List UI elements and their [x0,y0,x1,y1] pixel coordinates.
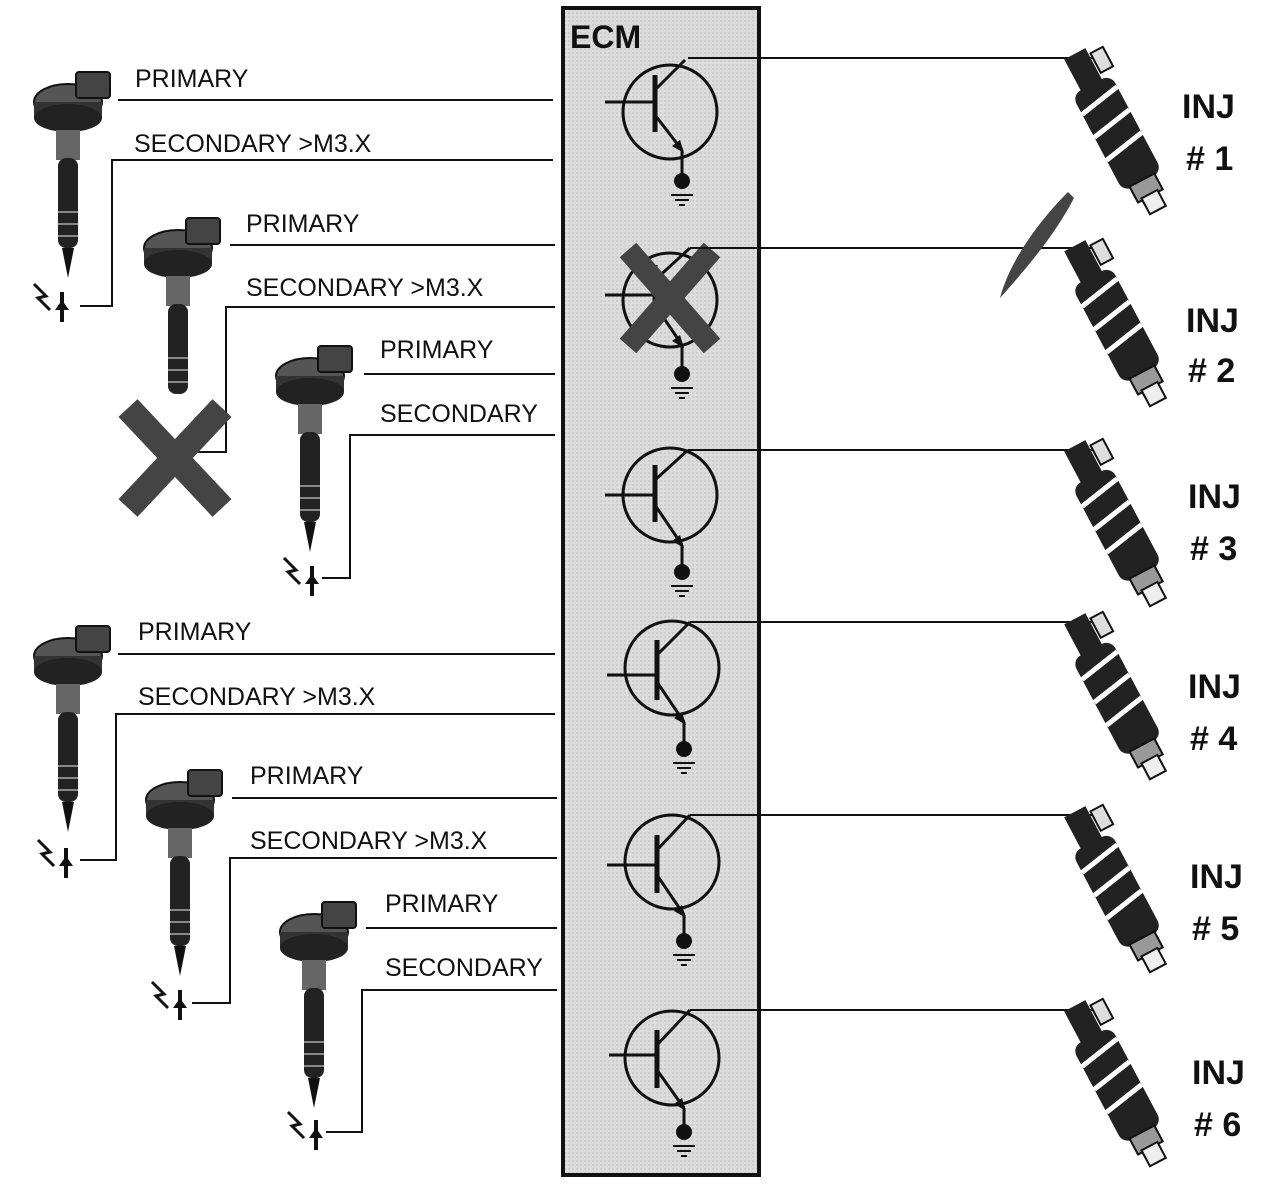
injector-5 [1064,803,1168,974]
injector-2 [1064,237,1168,408]
ignition-coil-1 [33,71,111,278]
injector-4-number: # 4 [1190,720,1237,758]
coil-1-secondary-label: SECONDARY >M3.X [134,130,372,158]
driver-5 [607,813,721,966]
injector-1-label: INJ [1182,88,1235,126]
injector-5-label: INJ [1190,858,1243,896]
driver-3 [605,446,719,597]
coil-6-secondary-label: SECONDARY [385,954,543,982]
coil-1-secondary-wire [80,159,553,307]
coil-4-secondary-label: SECONDARY >M3.X [138,683,376,711]
coil-5-secondary-wire [192,857,557,1004]
injector-2-number: # 2 [1188,352,1235,390]
injector-wires [688,57,1100,1011]
ignition-coil-2 [143,217,221,394]
ignition-coil-3 [275,345,353,552]
injector-1 [1064,45,1168,216]
ecm-module: ECM [561,6,761,1177]
injector-6 [1064,997,1168,1168]
ecm-title: ECM [570,19,641,55]
coil-2-secondary-label: SECONDARY >M3.X [246,274,484,302]
coil-3-secondary-label: SECONDARY [380,400,538,428]
coil-4-secondary-wire [80,713,555,861]
injector-6-label: INJ [1192,1054,1245,1092]
coil-4-primary-label: PRIMARY [138,618,252,646]
coil-1-primary-label: PRIMARY [135,65,249,93]
spark-icon-3 [282,556,319,596]
driver-1 [605,58,719,206]
coil-2-primary-label: PRIMARY [246,210,360,238]
coil-failure-x-mark [118,399,232,517]
coil-5-secondary-label: SECONDARY >M3.X [250,827,488,855]
injector-labels: INJ # 1 INJ # 2 INJ # 3 INJ # 4 INJ # 5 … [1182,88,1245,1144]
spark-icon-6 [286,1110,323,1150]
driver-6 [609,1008,721,1157]
spark-icon-1 [32,282,69,322]
coil-6-secondary-wire [326,989,557,1133]
ignition-coil-6 [279,901,357,1108]
injector-4 [1064,610,1168,781]
driver-2 [605,242,721,399]
injector-6-number: # 6 [1194,1106,1241,1144]
injector-5-number: # 5 [1192,910,1239,948]
injector-1-number: # 1 [1186,140,1233,178]
driver-failure-x-mark [619,242,721,354]
spark-icon-4 [36,838,73,878]
injector-3-label: INJ [1188,478,1241,516]
ignition-coil-5 [145,769,223,976]
coil-5-primary-label: PRIMARY [250,762,364,790]
coil-6-primary-label: PRIMARY [385,890,499,918]
coil-3-primary-label: PRIMARY [380,336,494,364]
coil-3-secondary-wire [322,434,555,579]
coil-wires [80,99,557,1133]
spark-icon-5 [150,980,187,1020]
injector-3 [1064,437,1168,608]
injector-4-label: INJ [1188,668,1241,706]
driver-4 [607,619,721,774]
ignition-coil-4 [33,625,111,832]
coil-labels: PRIMARY SECONDARY >M3.X PRIMARY SECONDAR… [134,65,543,982]
injector-2-label: INJ [1186,302,1239,340]
coil-2-secondary-wire [190,306,555,453]
injector-3-number: # 3 [1190,530,1237,568]
fuel-spray [1000,192,1074,298]
